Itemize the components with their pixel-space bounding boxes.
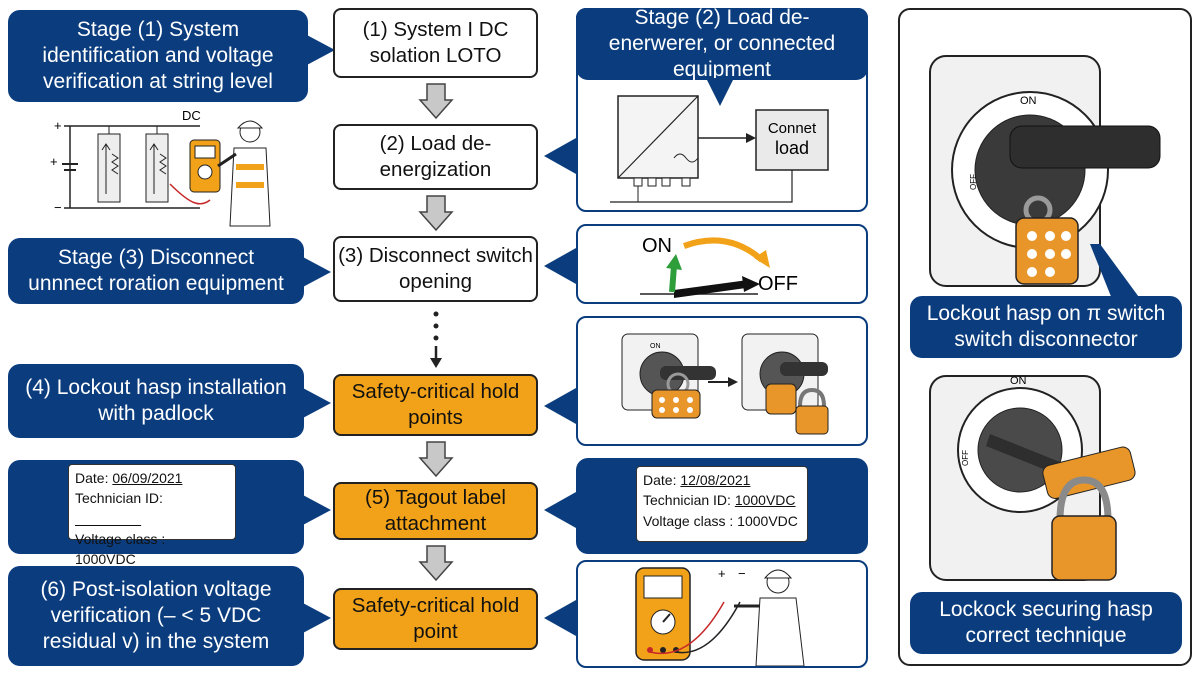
right-top-callout-tail: [1090, 244, 1144, 304]
svg-text:ON: ON: [1010, 375, 1027, 387]
right-top-callout: Lockout hasp on π switch switch disconne…: [910, 296, 1182, 358]
right-top-text: Lockout hasp on π switch switch disconne…: [926, 301, 1166, 351]
stage-2-pointer: [544, 138, 576, 174]
step-5-box: (5) Tagout label attachment: [333, 482, 538, 540]
step-5-label: (5) Tagout label attachment: [365, 486, 506, 535]
padlock-hasp-closeup-bottom: ON OFF: [929, 375, 1136, 581]
stage-5-right-pointer: [544, 492, 576, 528]
switch-hasp-closeup-top: ON OFF: [929, 55, 1161, 287]
svg-text:+: +: [54, 118, 62, 133]
hold-point-label-2: Safety-critical hold point: [351, 594, 520, 643]
step-2-label: (2) Load de-energization: [379, 132, 492, 181]
off-label: OFF: [758, 273, 798, 295]
stage-5-left-pointer: [301, 494, 331, 526]
flow-arrow-1: [418, 83, 454, 120]
hasp-install-illustration: ON: [621, 333, 829, 435]
svg-text:OFF: OFF: [961, 450, 970, 466]
svg-text:−: −: [54, 200, 62, 215]
tagout-label-right: Date: 12/08/2021 Technician ID: 1000VDC …: [636, 466, 808, 542]
stage-3-text: Stage (3) Disconnect unnnect roration eq…: [28, 245, 284, 295]
tagout-label-left: Date: 06/09/2021 Technician ID: Voltage …: [68, 464, 236, 567]
voltage-verification-panel: [576, 560, 868, 668]
connect-load-line-1: Connet: [768, 120, 817, 137]
stage-3-pointer: [301, 256, 331, 288]
stage-4-text: (4) Lockout hasp installation with padlo…: [25, 375, 287, 425]
stage-4-right-pointer: [544, 388, 576, 424]
stage-2-callout: Stage (2) Load de-enerwerer, or connecte…: [576, 6, 868, 81]
stage-1-pointer: [305, 34, 335, 66]
stage-3-callout: Stage (3) Disconnect unnnect roration eq…: [8, 238, 304, 304]
hold-point-box-2: Safety-critical hold point: [333, 588, 538, 650]
step-1-box: (1) System I DC solation LOTO: [333, 8, 538, 78]
flow-arrow-4: [418, 545, 454, 582]
svg-text:+: +: [50, 154, 58, 169]
flow-arrow-3: [418, 441, 454, 478]
svg-text:OFF: OFF: [969, 174, 978, 190]
string-verification-illustration: + + − DC: [50, 108, 271, 227]
stage-1-callout: Stage (1) System identification and volt…: [8, 10, 308, 102]
step-1-label: (1) System I DC solation LOTO: [362, 18, 509, 67]
stage-6-text: (6) Post-isolation voltage verification …: [40, 577, 272, 654]
stage-4-pointer: [301, 387, 331, 419]
connect-load-line-2: load: [775, 138, 809, 158]
step-2-box: (2) Load de-energization: [333, 124, 538, 190]
stage-3-right-pointer: [544, 248, 576, 284]
stage-6-right-pointer: [544, 600, 576, 636]
on-label: ON: [642, 235, 672, 257]
stage-2-callout-tail: [706, 78, 734, 106]
hold-point-box-1: Safety-critical hold points: [333, 374, 538, 436]
hold-point-label-1: Safety-critical hold points: [351, 380, 520, 429]
svg-text:−: −: [738, 566, 746, 581]
stage-4-callout: (4) Lockout hasp installation with padlo…: [8, 364, 304, 438]
inverter-load-illustration: Connet load: [610, 95, 829, 203]
right-bottom-callout: Lockock securing hasp correct technique: [910, 592, 1182, 654]
stage-6-callout: (6) Post-isolation voltage verification …: [8, 566, 304, 666]
dotted-flow-arrow: [430, 311, 442, 368]
svg-text:ON: ON: [1020, 95, 1037, 107]
on-off-illustration: ON OFF: [640, 235, 798, 298]
flow-arrow-2: [418, 195, 454, 232]
step-3-box: (3) Disconnect switch opening: [333, 236, 538, 302]
stage-2-text: Stage (2) Load de-enerwerer, or connecte…: [608, 5, 836, 82]
right-bottom-text: Lockock securing hasp correct technique: [939, 597, 1153, 647]
svg-text:+: +: [718, 566, 726, 581]
stage-6-pointer: [301, 602, 331, 634]
svg-text:DC: DC: [182, 108, 201, 123]
step-3-label: (3) Disconnect switch opening: [338, 244, 533, 293]
svg-text:ON: ON: [650, 343, 661, 350]
stage-1-text: Stage (1) System identification and volt…: [42, 17, 274, 94]
multimeter-illustration: + −: [635, 566, 805, 666]
